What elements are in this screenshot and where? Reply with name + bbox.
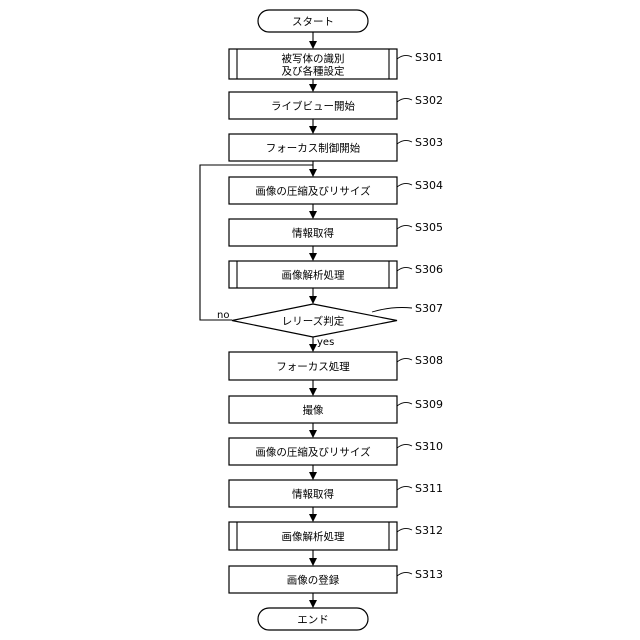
step-s310: 画像の圧縮及びリサイズ S310 xyxy=(229,438,443,465)
step-id-leader xyxy=(397,98,412,102)
step-id-leader xyxy=(397,267,412,271)
start-label: スタート xyxy=(292,16,334,28)
step-s309: 撮像 S309 xyxy=(229,396,443,423)
step-label: 画像の圧縮及びリサイズ xyxy=(255,446,370,459)
step-id-leader xyxy=(397,528,412,532)
start-terminator: スタート xyxy=(258,10,368,32)
step-id: S313 xyxy=(415,568,443,581)
step-id-leader xyxy=(372,308,412,313)
step-id-leader xyxy=(397,486,412,490)
step-label: 情報取得 xyxy=(292,227,334,240)
step-id-leader xyxy=(397,225,412,229)
step-label: フォーカス処理 xyxy=(276,360,350,373)
step-label: 及び各種設定 xyxy=(282,64,345,77)
step-s307: レリーズ判定 S307 xyxy=(232,302,443,337)
step-label: 画像解析処理 xyxy=(282,530,345,543)
step-label: 画像解析処理 xyxy=(282,269,345,282)
step-id: S306 xyxy=(415,263,443,276)
step-id: S308 xyxy=(415,354,443,367)
step-label: 被写体の識別 xyxy=(282,52,345,65)
step-s306: 画像解析処理 S306 xyxy=(229,261,443,288)
step-s301: 被写体の識別及び各種設定 S301 xyxy=(229,49,443,79)
step-id: S307 xyxy=(415,302,443,315)
step-id-leader xyxy=(397,572,412,576)
step-id-leader xyxy=(397,140,412,144)
step-id: S310 xyxy=(415,440,443,453)
end-label: エンド xyxy=(297,614,329,626)
step-s312: 画像解析処理 S312 xyxy=(229,522,443,550)
step-id-leader xyxy=(397,55,412,59)
decision-label: レリーズ判定 xyxy=(282,315,345,328)
step-id: S309 xyxy=(415,398,443,411)
step-id: S311 xyxy=(415,482,443,495)
step-label: 撮像 xyxy=(303,404,324,417)
step-s305: 情報取得 S305 xyxy=(229,219,443,246)
step-s303: フォーカス制御開始 S303 xyxy=(229,134,443,161)
step-label: ライブビュー開始 xyxy=(271,100,355,113)
step-id-leader xyxy=(397,183,412,187)
step-label: 画像の圧縮及びリサイズ xyxy=(255,185,370,198)
step-id: S301 xyxy=(415,51,443,64)
step-s313: 画像の登録 S313 xyxy=(229,566,443,593)
step-id: S305 xyxy=(415,221,443,234)
end-terminator: エンド xyxy=(258,608,368,630)
step-s308: フォーカス処理 S308 xyxy=(229,352,443,380)
step-s304: 画像の圧縮及びリサイズ S304 xyxy=(229,177,443,204)
step-id-leader xyxy=(397,402,412,406)
step-label: フォーカス制御開始 xyxy=(266,142,361,155)
step-id: S312 xyxy=(415,524,443,537)
yes-branch-label: yes xyxy=(317,337,334,348)
step-s302: ライブビュー開始 S302 xyxy=(229,92,443,119)
step-s311: 情報取得 S311 xyxy=(229,480,443,507)
step-id: S303 xyxy=(415,136,443,149)
step-id: S304 xyxy=(415,179,443,192)
step-label: 情報取得 xyxy=(292,488,334,501)
no-branch-label: no xyxy=(217,310,229,321)
step-label: 画像の登録 xyxy=(287,574,340,587)
process-steps: 被写体の識別及び各種設定 S301 ライブビュー開始 S302 フォーカス制御開始 S30… xyxy=(229,49,443,593)
step-id-leader xyxy=(397,444,412,448)
step-id-leader xyxy=(397,358,412,362)
step-id: S302 xyxy=(415,94,443,107)
